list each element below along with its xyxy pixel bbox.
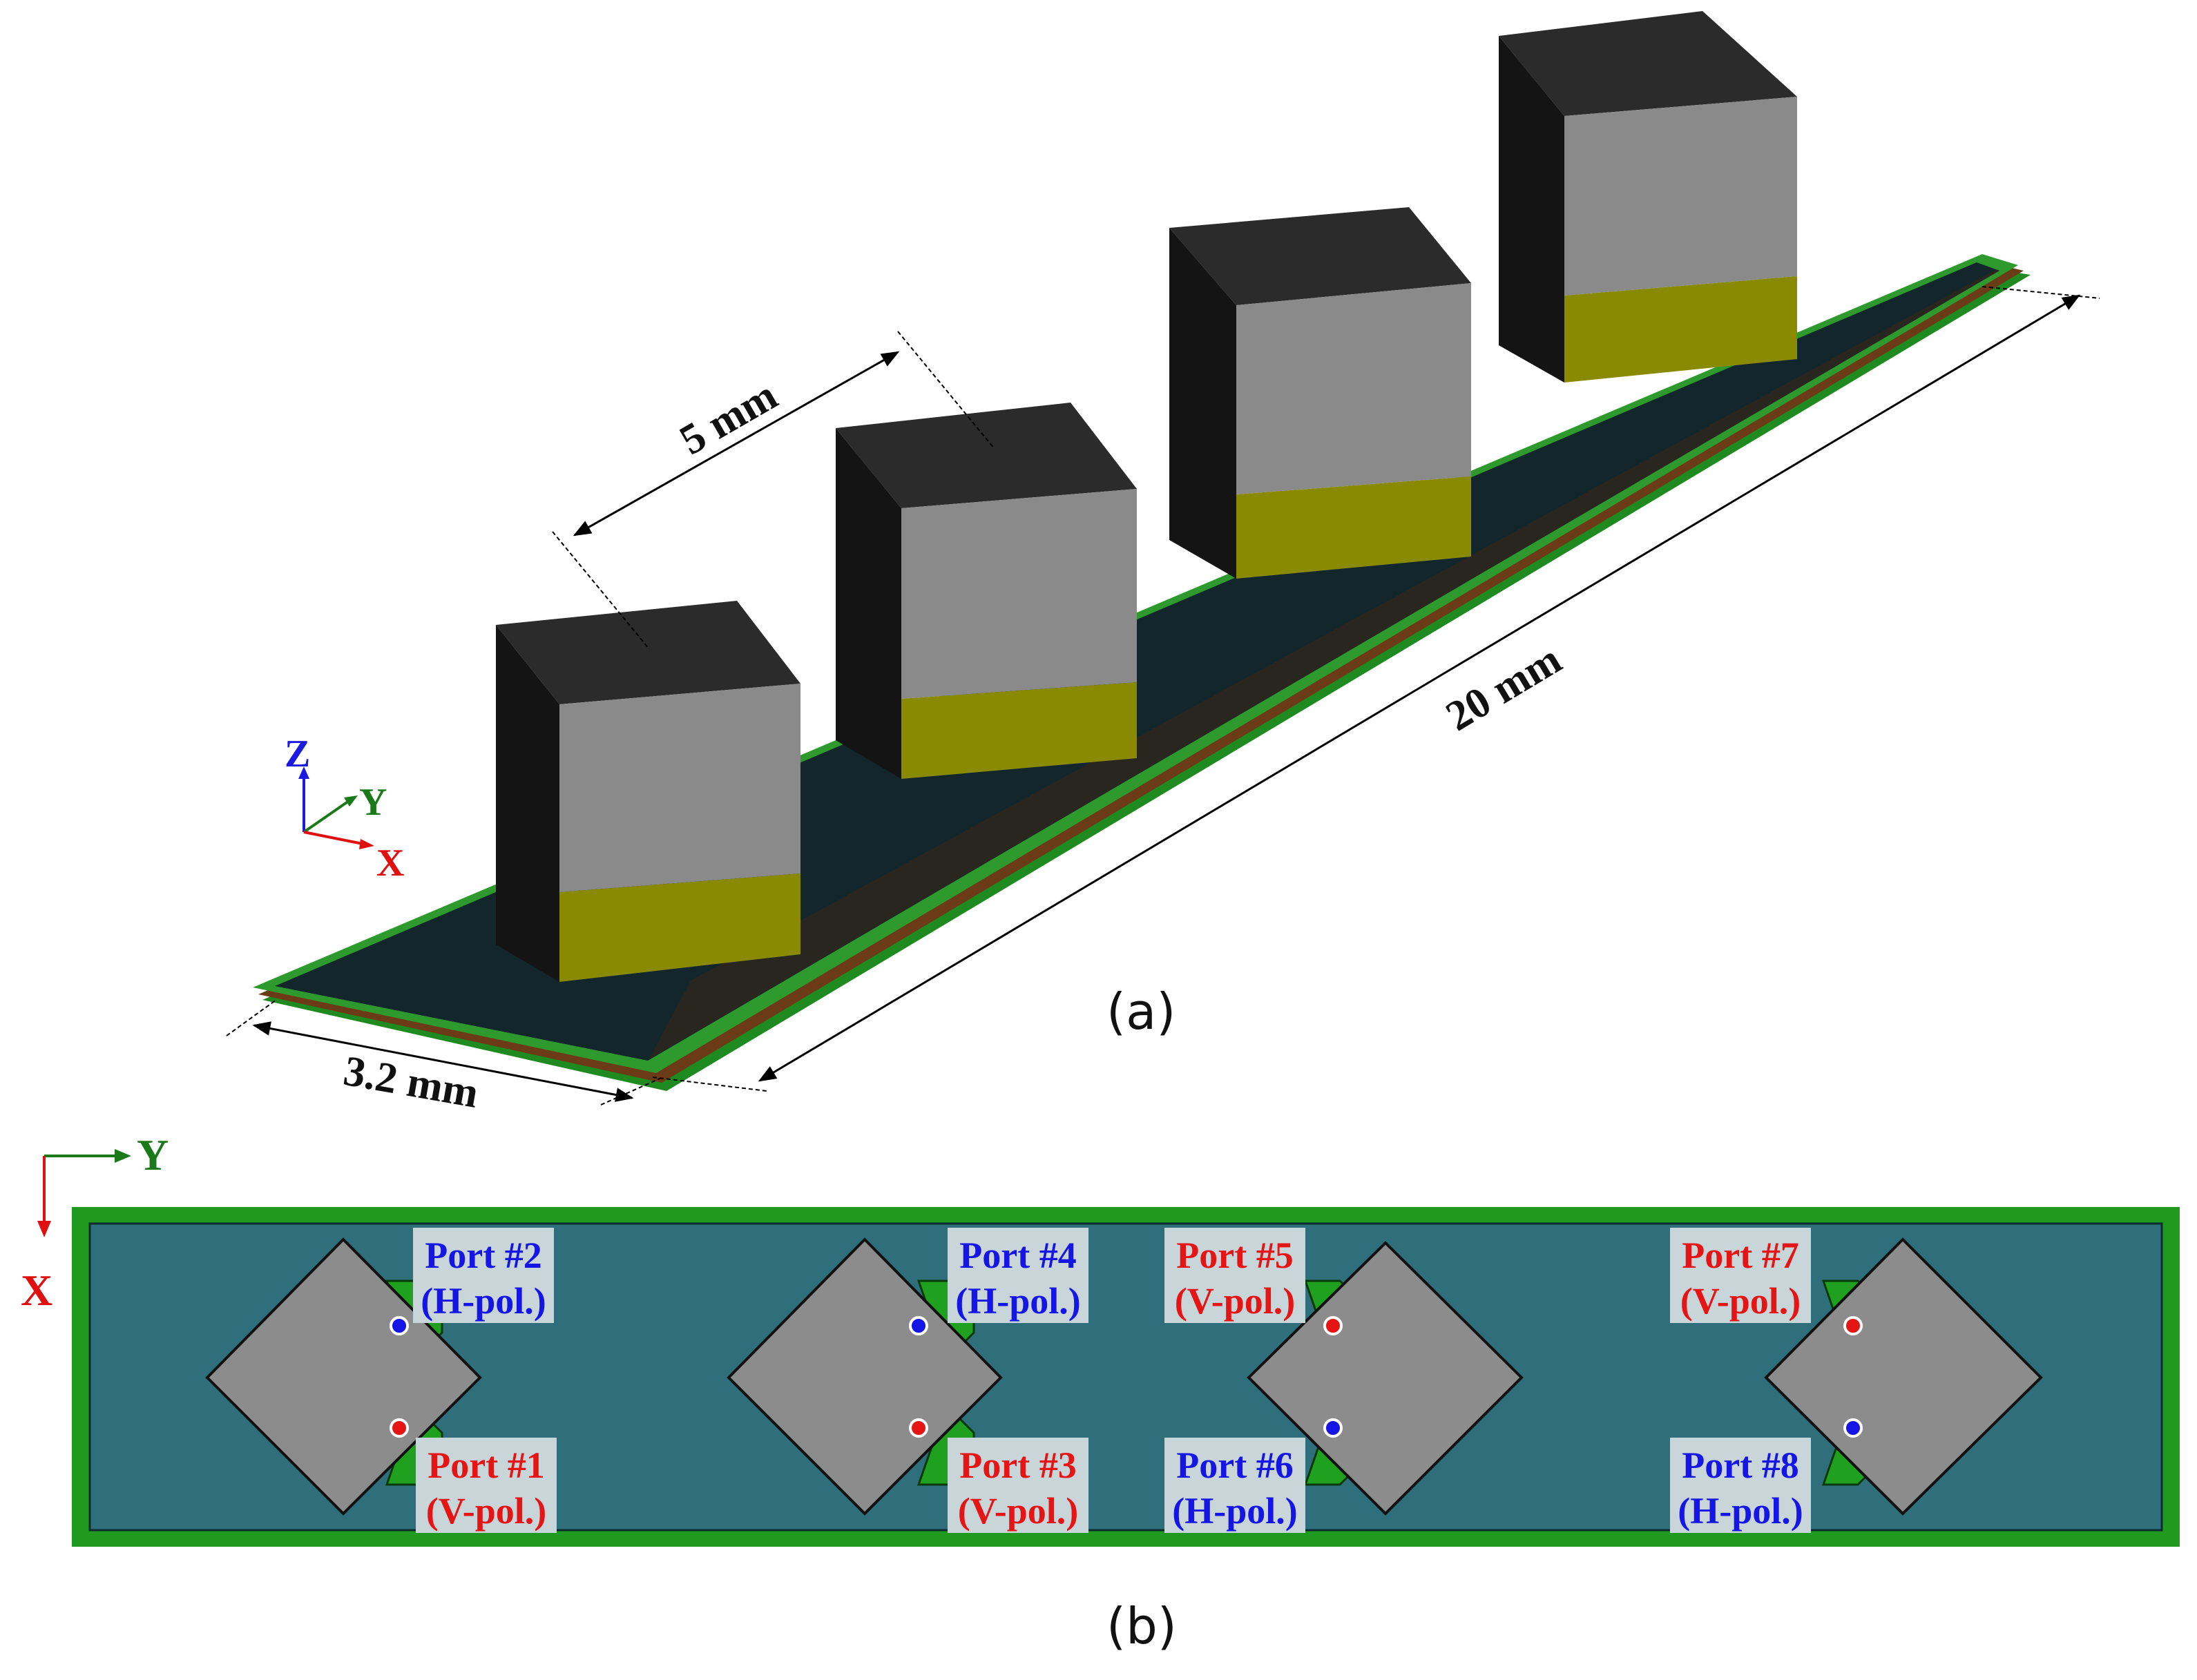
port-label: Port #8(H-pol.) <box>1670 1438 1811 1533</box>
port-dot-4 <box>909 1316 928 1335</box>
port-name: Port #6 <box>1176 1445 1293 1486</box>
port-name: Port #1 <box>428 1445 544 1486</box>
dimension-label-width: 3.2 mm <box>340 1047 482 1117</box>
cube-antenna-3 <box>1169 207 1471 579</box>
x-axis-arrowhead <box>359 839 374 849</box>
y-axis-label: Y <box>137 1130 169 1179</box>
port-label-background <box>416 1438 557 1533</box>
port-name: Port #5 <box>1176 1235 1293 1276</box>
cube-antenna-4 <box>1499 11 1797 383</box>
port-label: Port #6(H-pol.) <box>1164 1438 1305 1533</box>
port-label-background <box>1164 1228 1305 1323</box>
port-name: Port #7 <box>1682 1235 1798 1276</box>
port-dot-3 <box>909 1418 928 1438</box>
port-label: Port #4(H-pol.) <box>948 1228 1088 1323</box>
port-polarization: (H-pol.) <box>1172 1490 1298 1532</box>
port-dot-7 <box>1843 1316 1863 1335</box>
port-label: Port #2(H-pol.) <box>413 1228 554 1323</box>
cube-left-face <box>496 625 559 982</box>
port-dot-5 <box>1323 1316 1343 1335</box>
port-label-background <box>1670 1228 1811 1323</box>
cube-top-face <box>1169 207 1471 305</box>
port-polarization: (V-pol.) <box>958 1490 1078 1532</box>
extension-line <box>600 1076 664 1105</box>
port-dot-1 <box>390 1418 409 1438</box>
x-axis-label: X <box>21 1266 52 1315</box>
patch-diamond-1 <box>205 1237 482 1516</box>
patch-antennas <box>205 1237 2043 1516</box>
port-label: Port #3(V-pol.) <box>948 1438 1088 1533</box>
port-labels: Port #2(H-pol.)Port #1(V-pol.)Port #4(H-… <box>413 1228 1811 1533</box>
panel-b-caption: (b) <box>1106 1597 1177 1655</box>
axis-triad-3d: Z Y X <box>285 733 404 885</box>
port-label-background <box>1670 1438 1811 1533</box>
cube-top-face <box>496 601 800 704</box>
dimension-label-length: 20 mm <box>1438 636 1569 740</box>
patch-diamond-3 <box>1247 1241 1524 1516</box>
extension-line <box>226 999 277 1036</box>
cube-front-face <box>1236 283 1471 494</box>
port-name: Port #3 <box>959 1445 1076 1486</box>
dimension-arrow <box>758 294 2081 1082</box>
panel-a-caption: (a) <box>1106 983 1176 1041</box>
patch-diamond-2 <box>727 1237 1003 1516</box>
dimension-arrow <box>252 1021 634 1102</box>
x-axis-arrowhead <box>37 1221 51 1237</box>
port-name: Port #4 <box>959 1235 1076 1276</box>
y-axis-line <box>303 800 350 833</box>
extension-line <box>652 1076 767 1092</box>
port-polarization: (H-pol.) <box>955 1280 1081 1322</box>
y-axis-label: Y <box>359 781 387 824</box>
port-polarization: (V-pol.) <box>426 1490 546 1532</box>
panel-a-isometric-view: 5 mm 20 mm 3.2 mm Z Y X (a) <box>226 11 2100 1117</box>
port-label: Port #7(V-pol.) <box>1670 1228 1811 1323</box>
cube-top-face <box>1499 11 1797 116</box>
y-axis-arrowhead <box>115 1149 131 1163</box>
cube-gold-layer <box>559 873 800 982</box>
axis-triad-2d: Y X <box>21 1130 169 1315</box>
cube-antenna-1 <box>496 601 800 982</box>
port-label: Port #5(V-pol.) <box>1164 1228 1305 1323</box>
panel-b-top-view: Y X <box>21 1130 2180 1655</box>
z-axis-label: Z <box>285 733 310 775</box>
cube-front-face <box>901 489 1137 699</box>
dimension-label-pitch: 5 mm <box>672 371 785 464</box>
extension-line <box>552 531 650 650</box>
port-polarization: (H-pol.) <box>421 1280 546 1322</box>
port-polarization: (H-pol.) <box>1678 1490 1803 1532</box>
cube-front-face <box>559 684 800 892</box>
port-name: Port #2 <box>425 1235 541 1276</box>
z-axis-arrowhead <box>298 766 309 779</box>
port-label-background <box>413 1228 554 1323</box>
port-dot-6 <box>1323 1418 1343 1438</box>
port-dot-2 <box>390 1316 409 1335</box>
port-label-background <box>1164 1438 1305 1533</box>
y-axis-arrowhead <box>344 795 358 807</box>
x-axis-label: X <box>376 842 404 885</box>
port-label-background <box>948 1438 1088 1533</box>
port-label: Port #1(V-pol.) <box>416 1438 557 1533</box>
cube-antenna-2 <box>836 403 1137 779</box>
port-label-background <box>948 1228 1088 1323</box>
port-dot-8 <box>1843 1418 1863 1438</box>
port-polarization: (V-pol.) <box>1680 1280 1801 1322</box>
x-axis-line <box>303 831 363 845</box>
port-polarization: (V-pol.) <box>1175 1280 1295 1322</box>
port-name: Port #8 <box>1682 1445 1798 1486</box>
port-dots <box>390 1316 1863 1438</box>
cube-front-face <box>1564 97 1797 296</box>
patch-diamond-4 <box>1764 1237 2043 1516</box>
